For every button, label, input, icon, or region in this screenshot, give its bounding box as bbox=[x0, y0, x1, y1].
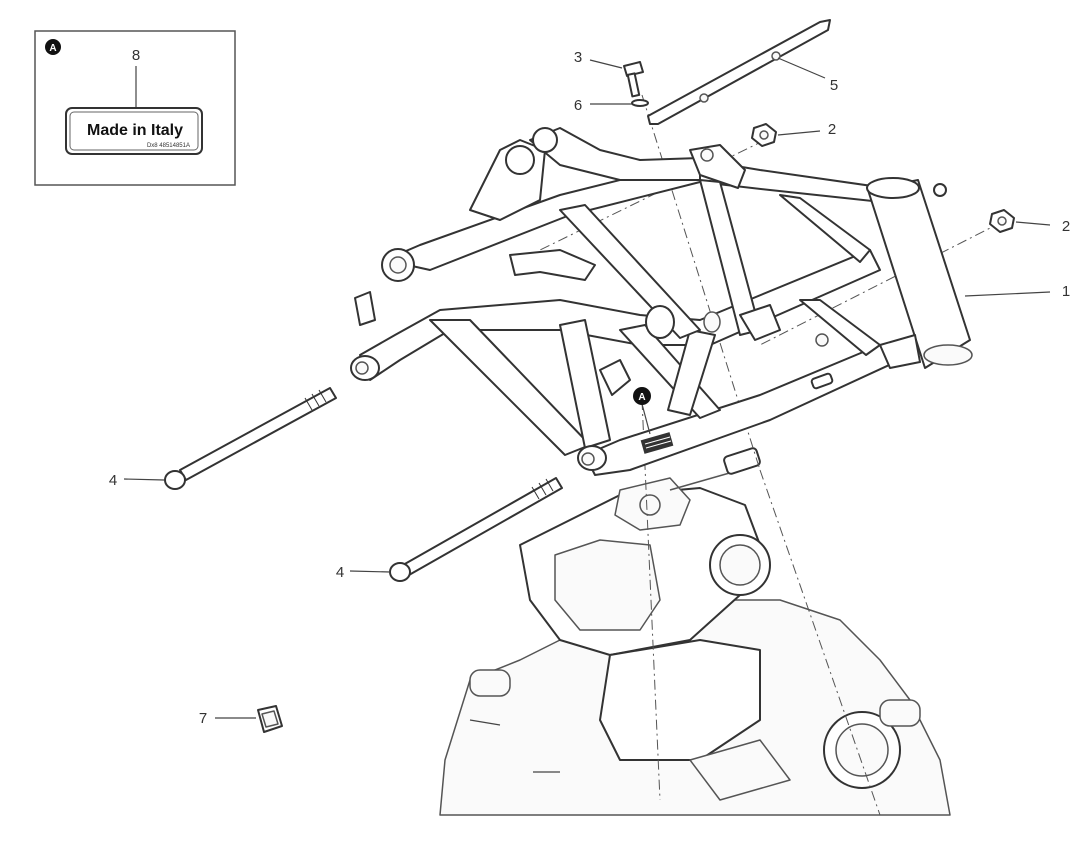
frame-label-tag bbox=[640, 432, 674, 454]
svg-text:Dx8 48514851A: Dx8 48514851A bbox=[147, 143, 190, 149]
trellis-frame: A bbox=[350, 127, 973, 476]
made-in-italy-label: Made in Italy Dx8 48514851A bbox=[65, 107, 203, 155]
frame-marker-circle bbox=[633, 387, 651, 405]
callout-2-right: 2 bbox=[1062, 218, 1070, 235]
inset-marker-circle bbox=[45, 39, 61, 55]
inset-callout-8: 8 bbox=[132, 47, 140, 64]
inset-marker-text: A bbox=[49, 43, 56, 54]
cover-plate bbox=[647, 19, 831, 125]
engine-block bbox=[439, 447, 951, 816]
callout-4-upper: 4 bbox=[109, 472, 117, 489]
callout-7: 7 bbox=[199, 710, 207, 727]
frame-marker-text: A bbox=[638, 392, 645, 403]
inset-detail: A 8 Made in Italy Dx8 48514851A bbox=[34, 30, 236, 186]
svg-text:Made in Italy: Made in Italy bbox=[87, 122, 183, 139]
nut-upper bbox=[751, 123, 777, 147]
callout-2-upper: 2 bbox=[828, 121, 836, 138]
washer bbox=[631, 99, 649, 107]
callout-1: 1 bbox=[1062, 283, 1070, 300]
callout-3: 3 bbox=[574, 49, 582, 66]
callout-6: 6 bbox=[574, 97, 582, 114]
callout-5: 5 bbox=[830, 77, 838, 94]
screw bbox=[623, 61, 644, 98]
callout-4-lower: 4 bbox=[336, 564, 344, 581]
rubber-spacer bbox=[257, 705, 283, 733]
nut-right bbox=[989, 209, 1015, 233]
long-bolt-lower bbox=[389, 477, 563, 582]
long-bolt-upper bbox=[164, 387, 337, 490]
